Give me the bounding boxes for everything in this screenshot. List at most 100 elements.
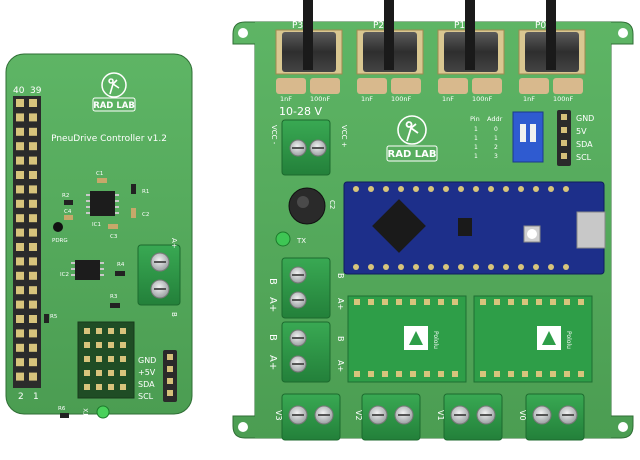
jumper-pin xyxy=(120,384,126,390)
motor-label-a-1: A+ xyxy=(267,297,278,312)
driver-pin xyxy=(508,299,514,305)
cap-label: 1nF xyxy=(361,95,373,103)
cap-label: 100nF xyxy=(472,95,493,103)
dip-switch-toggle[interactable] xyxy=(520,124,526,142)
jumper-pin xyxy=(96,370,102,376)
gpio-pin xyxy=(16,358,24,367)
nano-pin xyxy=(368,264,374,270)
jumper-pin xyxy=(96,342,102,348)
i2c-header-pins xyxy=(167,354,173,396)
nano-pin xyxy=(413,264,419,270)
pin-row-1-addr: 1 xyxy=(494,135,498,142)
pdrg-sensor xyxy=(53,222,63,232)
driver-pin xyxy=(438,371,444,377)
right-sda-label: SDA xyxy=(576,140,593,149)
gpio-pin xyxy=(29,300,37,309)
jumper-pin xyxy=(84,328,90,334)
motor-terminal-1 xyxy=(281,257,331,319)
motor-label-b-1: B xyxy=(267,278,278,285)
nano-pin xyxy=(563,264,569,270)
capacitor xyxy=(276,78,306,94)
driver-pin xyxy=(550,371,556,377)
logo-figure-icon xyxy=(405,121,419,142)
nano-pin xyxy=(518,264,524,270)
jumper-pin xyxy=(120,342,126,348)
driver-1-text: Pololu xyxy=(432,331,439,349)
tx-led xyxy=(96,405,110,419)
driver-pin xyxy=(424,371,430,377)
jumper-block xyxy=(77,321,135,399)
left-tx-label: TX xyxy=(83,408,90,417)
nano-pin xyxy=(533,186,539,192)
motor-label-b-2: B xyxy=(267,334,278,341)
r1-resistor xyxy=(131,184,136,194)
driver-2-text: Pololu xyxy=(565,331,572,349)
gpio-pin xyxy=(16,300,24,309)
left-scl-label: SCL xyxy=(138,392,154,401)
nano-pin xyxy=(503,186,509,192)
jumper-pin xyxy=(84,370,90,376)
driver-pin xyxy=(494,371,500,377)
pin-row-0-pin: 1 xyxy=(474,126,478,133)
valve-label: P0 xyxy=(535,21,546,31)
driver-pin xyxy=(536,371,542,377)
driver-pin xyxy=(368,371,374,377)
mount-hole xyxy=(618,422,628,432)
driver-pin xyxy=(382,371,388,377)
driver-pin xyxy=(452,299,458,305)
motor-label-a-3: A+ xyxy=(336,298,345,310)
jumper-pin xyxy=(108,342,114,348)
dip-switch[interactable] xyxy=(512,111,544,163)
nano-pin xyxy=(428,264,434,270)
output-label: V2 xyxy=(354,410,363,421)
jumper-pin xyxy=(120,356,126,362)
driver-pin xyxy=(410,371,416,377)
left-sda-label: SDA xyxy=(138,380,155,389)
right-scl-label: SCL xyxy=(576,153,592,162)
nano-pin xyxy=(353,186,359,192)
gpio-pin xyxy=(16,372,24,381)
voltage-label: 10-28 V xyxy=(279,105,322,118)
board-title: PneuDrive Controller v1.2 xyxy=(51,134,167,144)
capacitor xyxy=(357,78,387,94)
c3-cap xyxy=(108,224,118,229)
cap-label: 100nF xyxy=(553,95,574,103)
r1-label: R1 xyxy=(142,189,149,195)
nano-pin xyxy=(503,264,509,270)
cap-label: 1nF xyxy=(523,95,535,103)
gpio-pin xyxy=(29,329,37,338)
gpio-pin xyxy=(29,372,37,381)
driver-pin xyxy=(550,299,556,305)
nano-pin xyxy=(398,186,404,192)
right-i2c-header xyxy=(557,110,571,166)
logo-figure-icon xyxy=(108,78,120,95)
ic2-label: IC2 xyxy=(60,272,69,278)
r2-label: R2 xyxy=(62,193,69,199)
valve-label: P1 xyxy=(454,21,465,31)
driver-pin xyxy=(578,299,584,305)
logo-text: RAD LAB xyxy=(93,101,135,111)
cap-label: 1nF xyxy=(442,95,454,103)
nano-pin xyxy=(443,264,449,270)
left-5v-label: +5V xyxy=(138,368,156,377)
cap-label: 100nF xyxy=(310,95,331,103)
dip-switch-toggle[interactable] xyxy=(530,124,536,142)
pin-row-3-pin: 1 xyxy=(474,153,478,160)
c2-cap xyxy=(131,208,136,218)
pin-row-2-addr: 2 xyxy=(494,144,498,151)
valve-p0: P0 1nF 100nF xyxy=(518,0,586,103)
ic2-chip xyxy=(75,260,100,280)
r4-label: R4 xyxy=(117,262,125,268)
gpio-pin xyxy=(16,286,24,295)
right-tx-led xyxy=(275,231,291,247)
valve-tube xyxy=(303,0,313,70)
gpio-pin xyxy=(29,156,37,165)
valve-label: P2 xyxy=(373,21,384,31)
nano-pin xyxy=(563,186,569,192)
header-pin-40: 40 xyxy=(13,86,25,96)
